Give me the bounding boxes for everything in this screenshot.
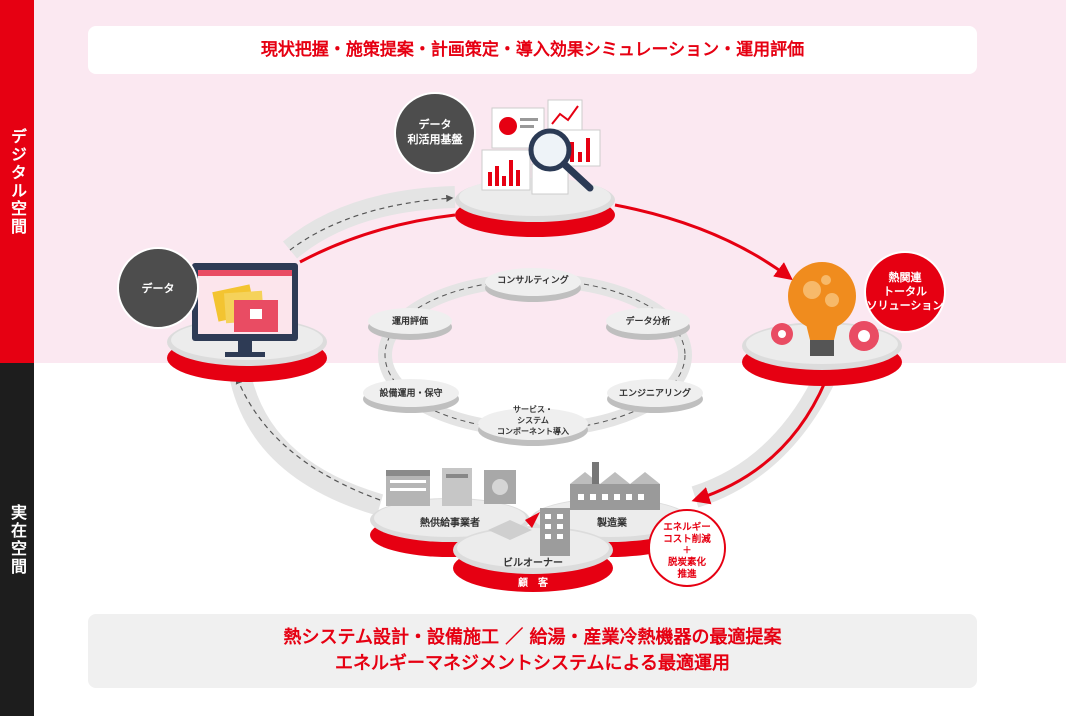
digital-space-sidebar: デジタル空間 [0,0,34,363]
consulting-label: コンサルティング [497,274,568,286]
computer-monitor-icon [192,263,298,357]
lightbulb-icon [788,262,856,356]
maintenance-label: 設備運用・保守 [379,387,442,399]
benefit-label-1: エネルギー [663,521,711,533]
solution-label-3: ソリューション [867,299,944,312]
operation-eval-label: 運用評価 [392,315,428,327]
bottom-banner: 熱システム設計・設備施工 ／ 給湯・産業冷熱機器の最適提案 エネルギーマネジメン… [88,614,977,688]
inner-node-data-analysis: データ分析 [606,308,690,340]
customer-inner-arrow [525,512,540,528]
bottom-banner-line1: 熱システム設計・設備施工 ／ 給湯・産業冷熱機器の最適提案 [283,627,782,648]
aircon-icon [488,520,532,540]
real-space-sidebar: 実在空間 [0,363,34,716]
arrow-platform-to-solution [614,203,793,281]
solution-node: 熱関連 トータル ソリューション [742,251,946,386]
arrow-solution-to-customer [691,373,835,508]
arrow-customer-to-data [229,372,384,516]
service-label-3: コンポーネント導入 [497,426,569,436]
top-banner-text: 現状把握・施策提案・計画策定・導入効果シミュレーション・運用評価 [260,40,805,60]
arrow-customer-to-data-line [235,376,381,501]
magnifier-icon [528,128,572,172]
data-node: データ [117,247,327,382]
customer-group: 製造業 熱供給事業者 ビルオーナー [370,462,690,592]
building-owner-label: ビルオーナー [503,556,563,569]
inner-node-consulting: コンサルティング [485,268,581,302]
lock-icon [250,309,262,319]
inner-node-engineering: エンジニアリング [607,379,703,413]
arrow-data-to-platform [282,186,456,259]
inner-node-service: サービス・ システム コンポーネント導入 [478,404,588,446]
data-platform-label-1: データ [419,117,452,131]
arrow-platform-red-top [299,213,456,264]
engineering-label: エンジニアリング [619,387,691,399]
real-space-label: 実在空間 [8,503,27,576]
bottom-banner-line2: エネルギーマネジメントシステムによる最適運用 [335,653,730,674]
plant-equipment-icon [386,468,516,506]
customer-label: 顧 客 [518,576,549,589]
data-analysis-label: データ分析 [625,315,670,327]
arrow-solution-to-customer-line [691,374,830,505]
outer-cycle [229,186,835,516]
digital-space-label: デジタル空間 [8,127,27,236]
dashboard-icon [481,99,601,195]
inner-cycle: コンサルティング データ分析 エンジニアリング サービス・ システム コンポーネ… [363,268,703,446]
arrow-data-to-platform-line [289,194,454,251]
building-owner-node: ビルオーナー 顧 客 [453,508,613,592]
benefit-label-2: コスト削減 [663,533,711,545]
manufacturing-label: 製造業 [596,516,628,529]
top-banner: 現状把握・施策提案・計画策定・導入効果シミュレーション・運用評価 [88,26,977,74]
data-platform-label-2: 利活用基盤 [408,132,464,146]
benefit-label-4: 推進 [677,568,697,580]
inner-node-maintenance: 設備運用・保守 [363,379,459,413]
heat-supplier-node: 熱供給事業者 [370,468,530,557]
benefit-plus: ＋ [682,545,691,556]
benefit-badge: エネルギー コスト削減 ＋ 脱炭素化 推進 [648,509,726,587]
service-label-2: システム [517,416,549,425]
factory-icon [570,462,660,510]
data-platform-node: データ 利活用基盤 [394,92,615,237]
heat-supplier-label: 熱供給事業者 [420,516,480,529]
solution-label-2: トータル [883,285,927,298]
building-icon [488,508,570,556]
solution-label-1: 熱関連 [889,270,923,284]
service-label-1: サービス・ [513,404,553,414]
data-label: データ [142,281,175,295]
benefit-label-3: 脱炭素化 [668,556,707,568]
inner-node-operation-eval: 運用評価 [368,308,452,340]
